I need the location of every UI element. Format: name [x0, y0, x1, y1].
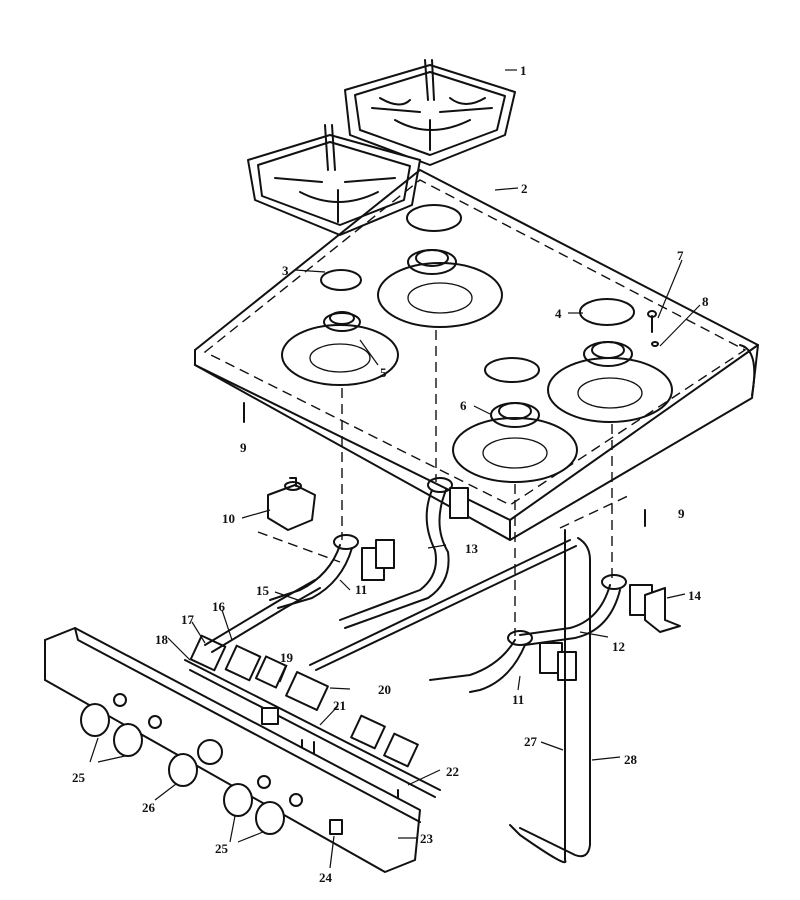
burner-tube-12: [519, 574, 653, 646]
callout-26: 26: [142, 800, 156, 815]
callout-24: 24: [319, 870, 333, 885]
callout-3: 3: [282, 263, 289, 278]
leader-lines: [89, 69, 701, 869]
callout-9-left: 9: [240, 440, 247, 455]
tube-27: [509, 529, 567, 864]
burner-bowl-left-front: [281, 269, 399, 386]
control-panel-23: [44, 627, 421, 873]
callout-13: 13: [465, 541, 479, 556]
tube-28: [519, 537, 591, 858]
burner-grate-rear: [247, 124, 421, 236]
callout-18: 18: [155, 632, 169, 647]
callout-8: 8: [702, 294, 709, 309]
burner-bowl-right-front: [452, 357, 578, 483]
callout-23: 23: [420, 831, 434, 846]
burner-bowl-right-rear: [547, 298, 673, 423]
callout-22: 22: [446, 764, 459, 779]
callout-28: 28: [624, 752, 638, 767]
callout-25-left: 25: [72, 770, 86, 785]
burner-bowl-left-rear: [377, 204, 503, 328]
callout-11-right: 11: [512, 692, 524, 707]
callout-21: 21: [333, 698, 346, 713]
callout-14: 14: [688, 588, 702, 603]
callout-4: 4: [555, 306, 562, 321]
callout-7: 7: [677, 248, 684, 263]
callout-12: 12: [612, 639, 625, 654]
screw-7: [647, 310, 657, 333]
tube-15: [204, 579, 321, 653]
callout-1: 1: [520, 63, 527, 78]
callout-5: 5: [380, 365, 387, 380]
callout-10: 10: [222, 511, 235, 526]
callout-labels: 1 2 3 4 5 6 7 8 9 9 10 11 11 12 13 14 15…: [72, 63, 709, 885]
burner-tube-11-right: [429, 630, 577, 693]
switch-24: [329, 819, 343, 835]
callout-17: 17: [181, 612, 195, 627]
gas-valves: [184, 634, 441, 801]
callout-27: 27: [524, 734, 538, 749]
projection-lines: [257, 330, 631, 636]
manifold-tube-long: [309, 539, 577, 671]
burner-tube-13: [339, 477, 469, 629]
burner-tube-11-left: [269, 534, 395, 609]
callout-2: 2: [521, 181, 528, 196]
callout-25-right: 25: [215, 841, 229, 856]
callout-6: 6: [460, 398, 467, 413]
callout-19: 19: [280, 650, 294, 665]
callout-15: 15: [256, 583, 270, 598]
callout-9-right: 9: [678, 506, 685, 521]
knobs: [80, 703, 285, 835]
callout-20: 20: [378, 682, 391, 697]
bracket-14: [644, 587, 681, 633]
screw-8: [651, 341, 659, 347]
callout-11-left: 11: [355, 582, 367, 597]
callout-16: 16: [212, 599, 226, 614]
burner-grate-front: [344, 59, 516, 166]
regulator-10: [267, 477, 316, 531]
cooktop-panel: [194, 169, 759, 541]
